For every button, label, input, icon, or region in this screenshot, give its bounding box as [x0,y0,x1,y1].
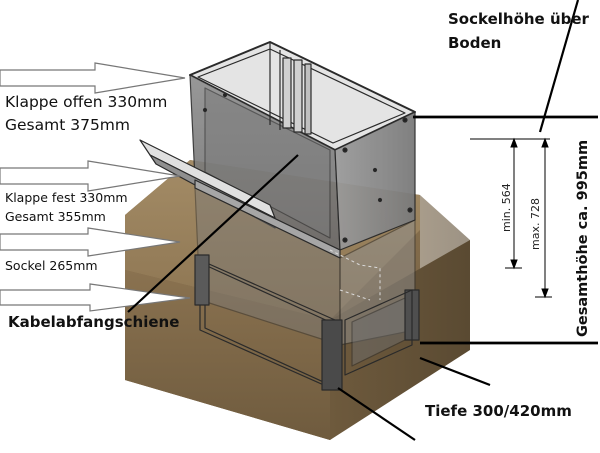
dimension-lines [413,0,598,345]
cabinet [139,41,420,391]
label-sockelhoehe-line1: Sockelhöhe über [448,10,589,28]
arrow-klappe-fest [0,160,181,192]
label-min-text: min. 564 [500,183,513,232]
arrow-kabel [0,283,191,312]
label-gesamt-375: Gesamt 375mm [5,116,131,134]
label-gesamthoehe-text: Gesamthöhe ca. 995mm [575,139,591,337]
pointer-lines [127,154,491,441]
arrow-klappe-offen [0,62,186,94]
label-gesamthoehe: Gesamthöhe ca. 995mm [575,140,591,337]
label-klappe-fest: Klappe fest 330mm [5,190,128,205]
label-gesamt-355: Gesamt 355mm [5,209,106,224]
label-klappe-offen: Klappe offen 330mm [5,93,168,111]
arrow-sockel [0,227,181,257]
label-kabelabfangschiene: Kabelabfangschiene [8,313,180,331]
label-max-text: max. 728 [529,198,542,250]
label-sockel: Sockel 265mm [5,258,98,273]
label-sockelhoehe-line2: Boden [448,34,502,52]
label-tiefe: Tiefe 300/420mm [425,402,572,420]
label-max: max. 728 [529,198,542,250]
label-min: min. 564 [500,183,513,232]
